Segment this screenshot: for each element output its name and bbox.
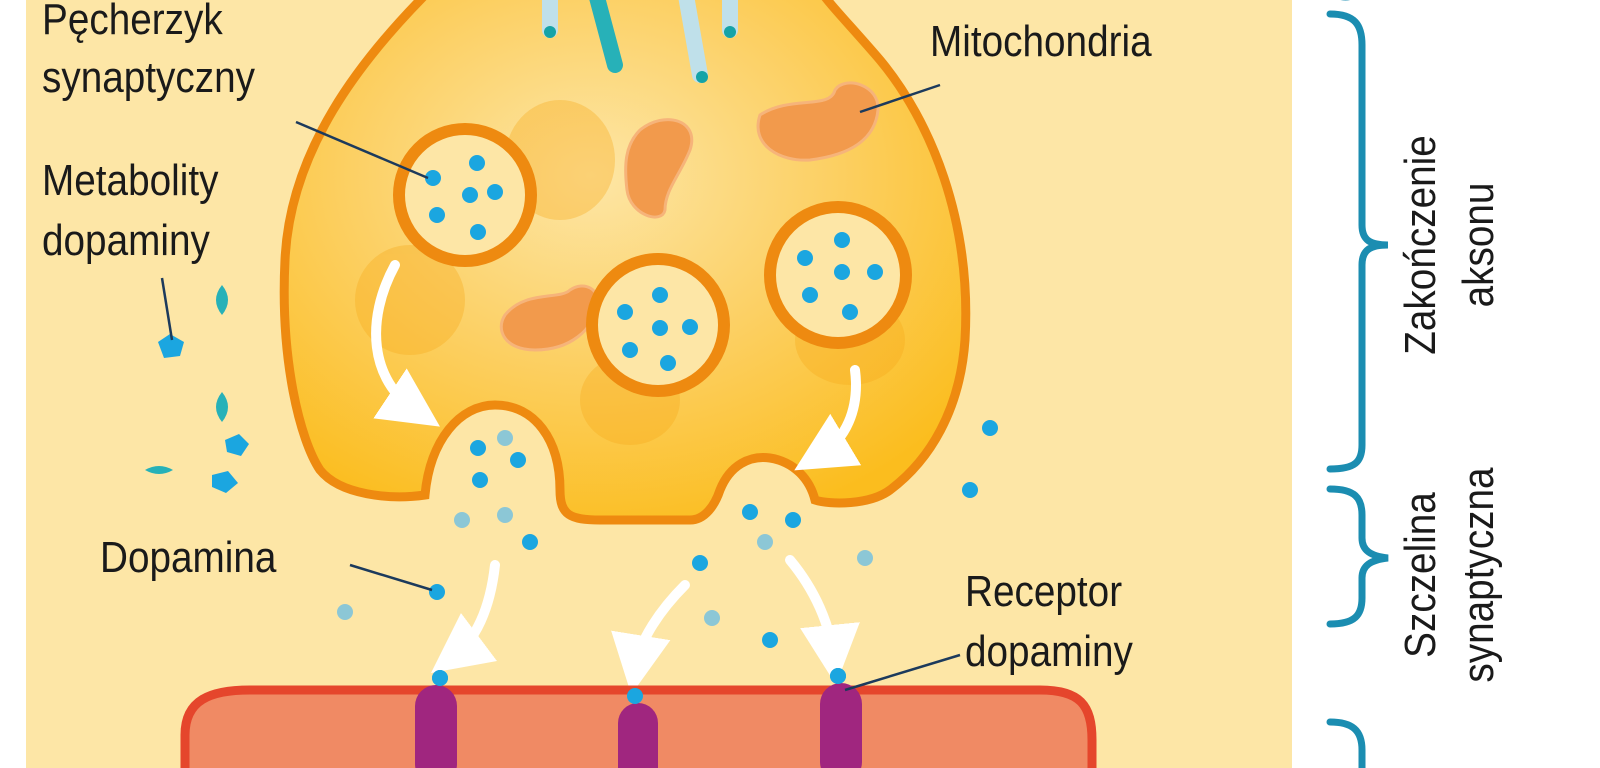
label-mitochondria: Mitochondria (930, 16, 1153, 66)
leader-lines (160, 83, 961, 692)
arrow-icon (785, 555, 860, 685)
arrow-icon (431, 560, 500, 674)
mitochondrion (756, 81, 880, 162)
dopamine-receptor (415, 685, 457, 768)
arrow-icon (794, 365, 862, 471)
brace-cleft-real (1326, 485, 1389, 628)
synaptic-vesicle (586, 253, 730, 397)
bound-dopamine (432, 668, 846, 704)
brace-postsynaptic-top (1326, 718, 1366, 768)
dopamine-receptor (820, 683, 862, 768)
brace-axon-terminal (1326, 10, 1389, 473)
synaptic-vesicle (393, 123, 537, 267)
mitochondria-group (499, 81, 880, 352)
synaptic-vesicle (764, 201, 912, 349)
dopamine-receptor (618, 703, 658, 768)
arrow-icon (371, 260, 440, 427)
region-braces (1326, 0, 1389, 768)
label-dopamine: Dopamina (100, 532, 277, 582)
release-arrows (371, 260, 862, 695)
dopamine-receptors (415, 683, 862, 768)
dopamine-metabolites (145, 285, 249, 493)
synaptic-vesicles (393, 123, 912, 397)
microtubules (542, 0, 738, 83)
mitochondrion (624, 118, 694, 219)
arrow-icon (611, 580, 690, 695)
